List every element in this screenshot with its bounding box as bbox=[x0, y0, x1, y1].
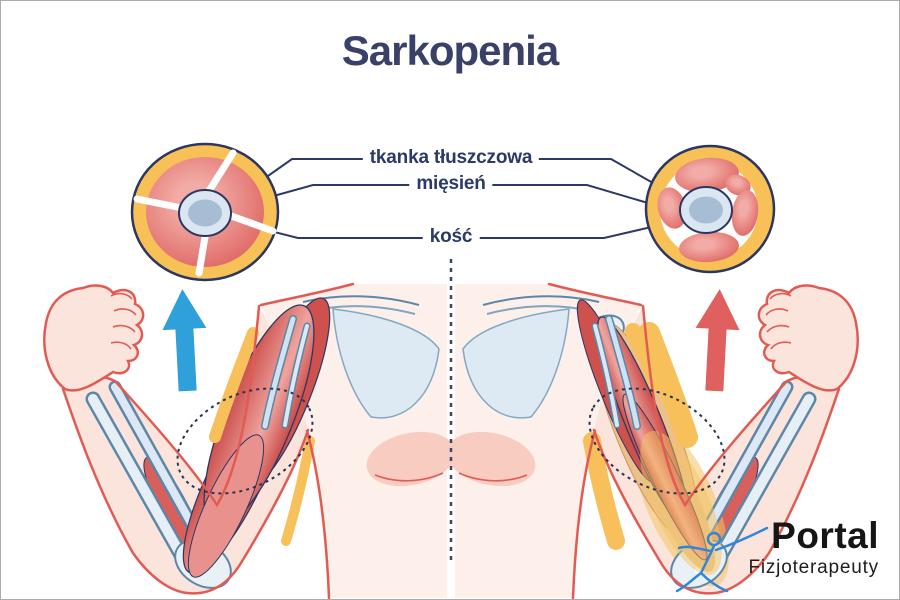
logo: Portal Fizjoterapeuty bbox=[748, 517, 879, 577]
bone-core bbox=[188, 199, 222, 227]
atrophied-muscles bbox=[576, 299, 722, 576]
label-fat-tissue: tkanka tłuszczowa bbox=[362, 147, 540, 169]
cross-section-sarcopenic bbox=[644, 144, 776, 274]
fat-layer bbox=[209, 327, 315, 546]
bone-core bbox=[689, 196, 723, 224]
right-figure-sarcopenic-arm bbox=[440, 282, 859, 599]
cross-section-healthy bbox=[130, 142, 280, 282]
atrophied-muscle-lobes bbox=[657, 157, 759, 263]
label-muscle: mięsień bbox=[409, 173, 493, 195]
logo-brand-text: Portal bbox=[771, 515, 879, 556]
logo-subtitle-text: Fizjoterapeuty bbox=[748, 556, 879, 578]
fat-layer-thick bbox=[583, 322, 698, 550]
logo-person-icon bbox=[675, 526, 769, 593]
left-figure-healthy-arm bbox=[43, 282, 462, 599]
up-arrow-icon bbox=[162, 289, 207, 392]
page-title: Sarkopenia bbox=[341, 27, 559, 74]
up-arrow-icon bbox=[695, 289, 740, 392]
label-bone: kość bbox=[422, 226, 480, 248]
